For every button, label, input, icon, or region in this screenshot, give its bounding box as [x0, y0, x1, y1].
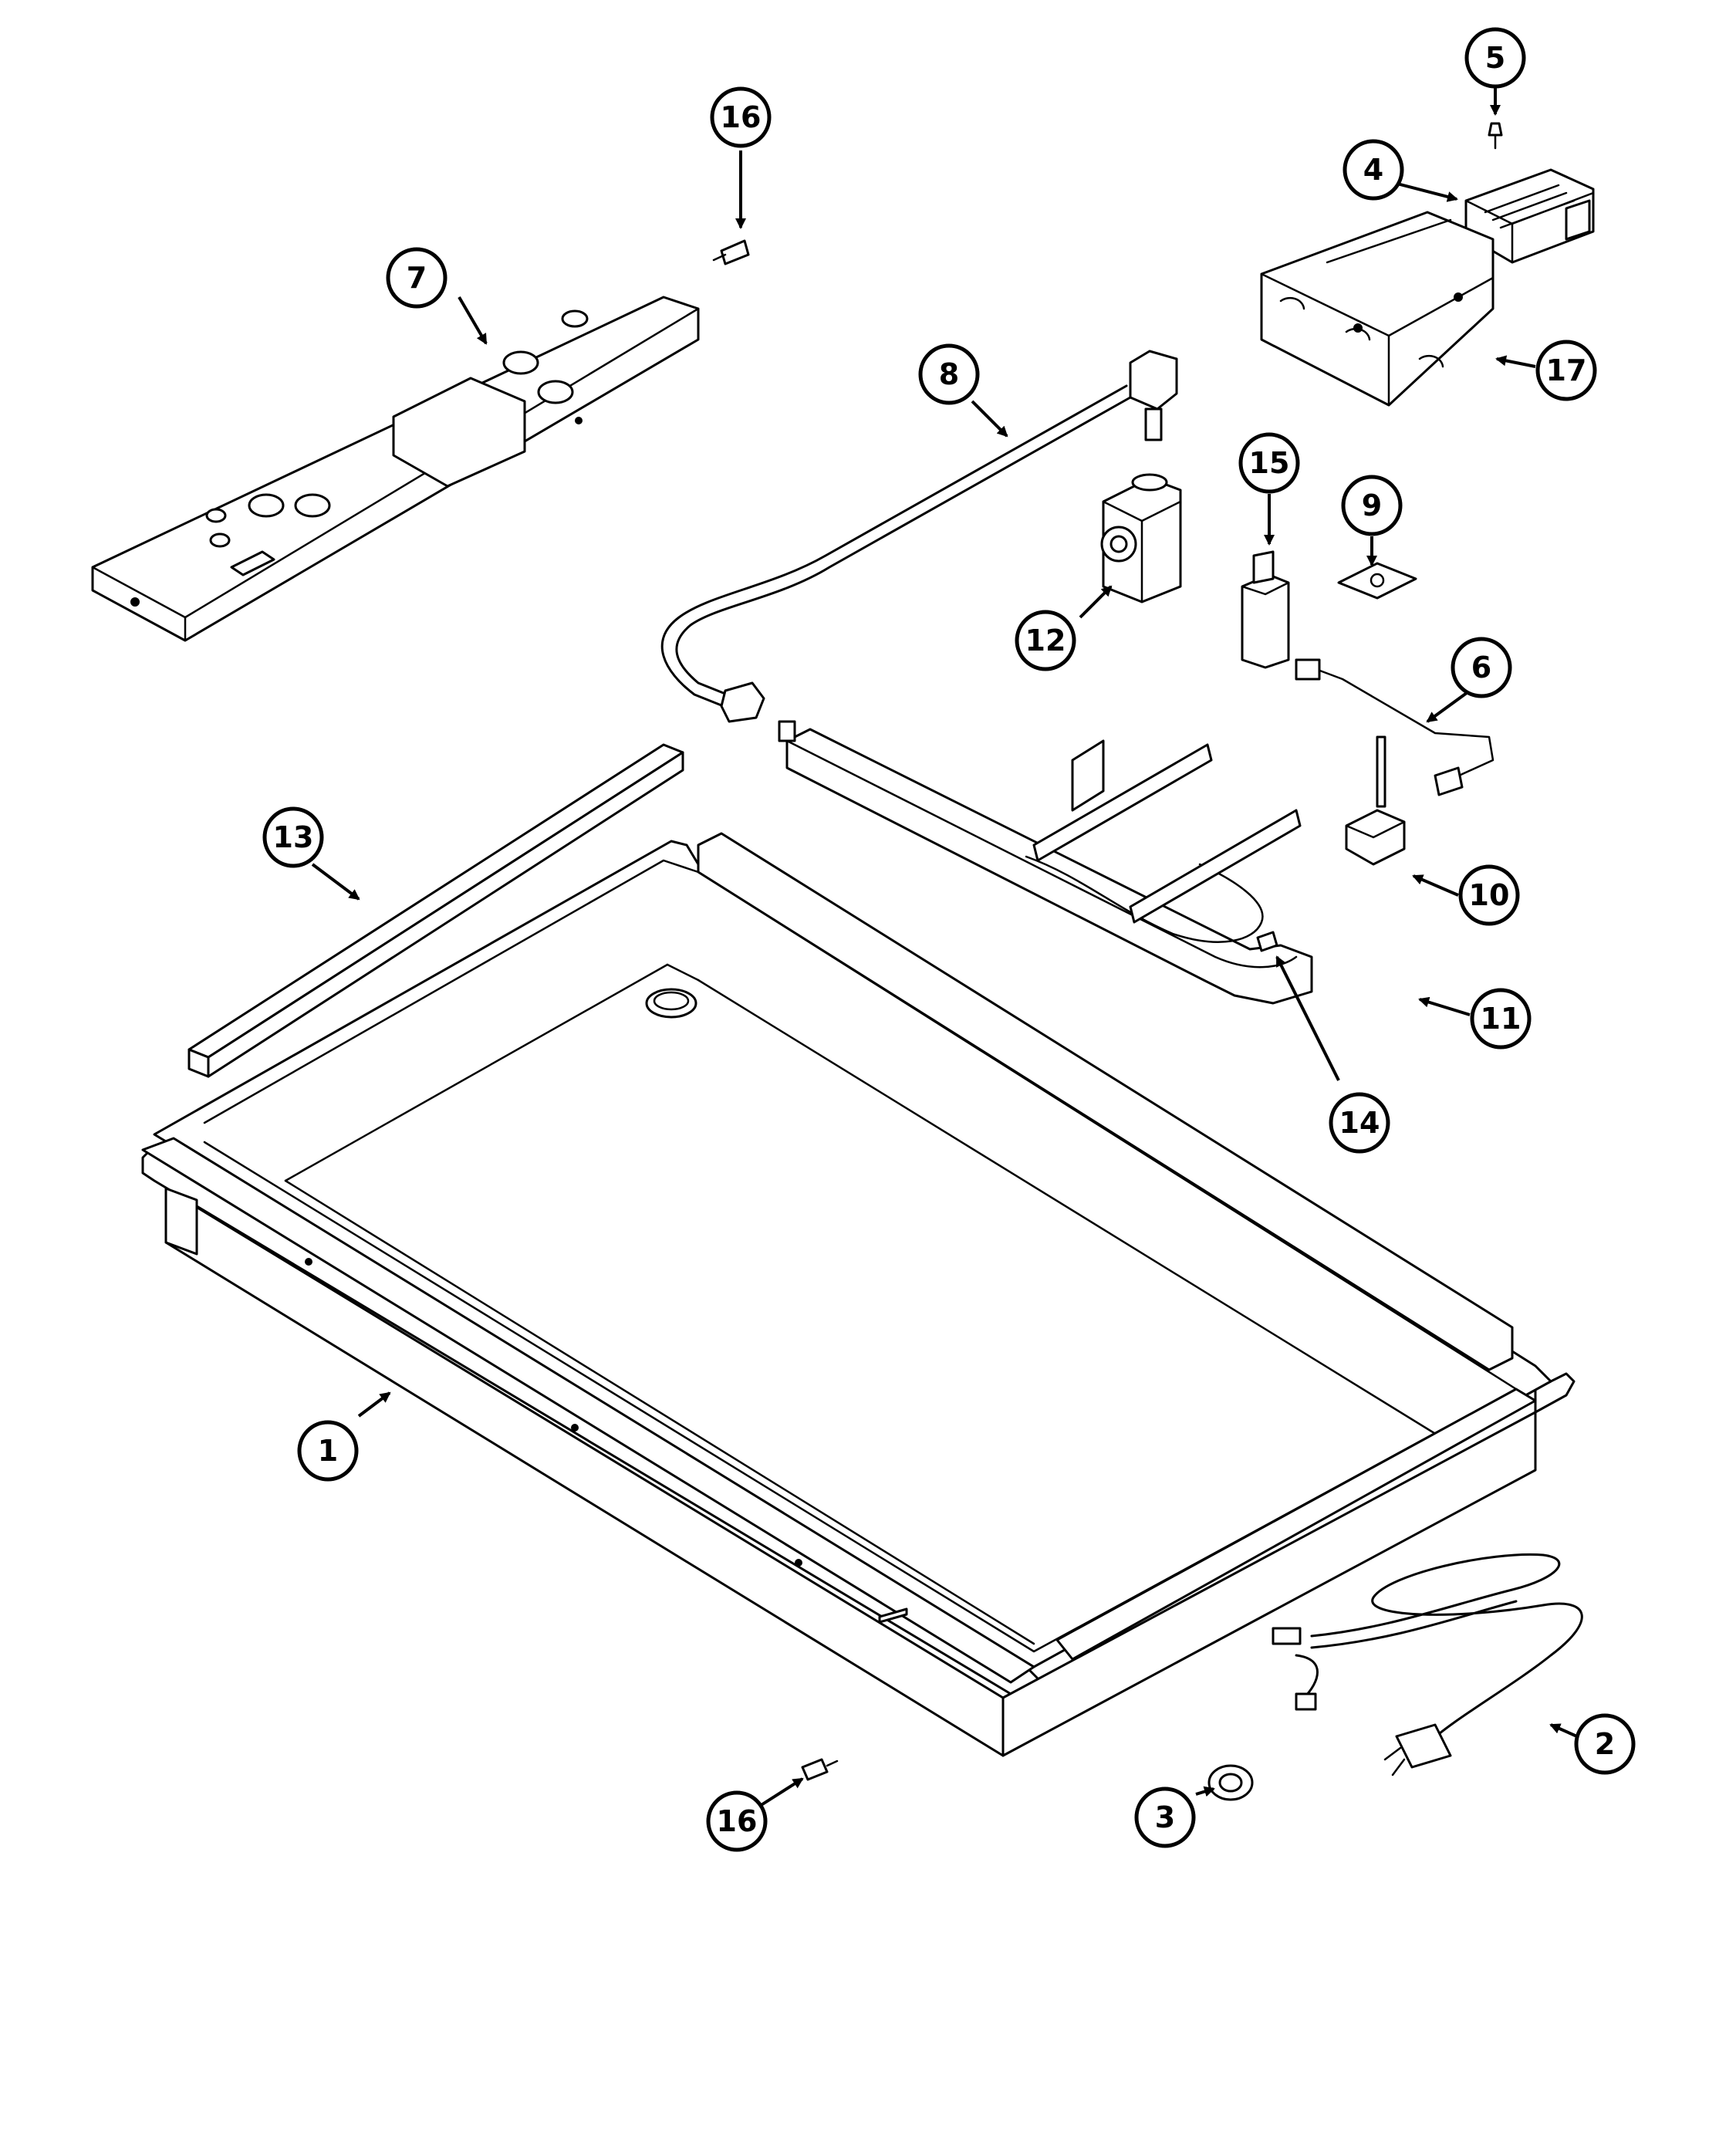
- bracket-cover-part: [1260, 211, 1495, 407]
- burner-part: [778, 720, 1313, 1005]
- control-panel-part: [91, 296, 700, 642]
- callout-12: 12: [1015, 610, 1076, 671]
- callout-14-label: 14: [1339, 1106, 1380, 1140]
- callout-10: 10: [1458, 864, 1520, 926]
- callout-16-bottom-label: 16: [717, 1804, 758, 1838]
- leader-16b: [758, 1777, 804, 1807]
- gas-tube-part: [660, 350, 1178, 723]
- callout-2: 2: [1574, 1713, 1636, 1775]
- callout-4-label: 4: [1363, 153, 1383, 187]
- callout-6: 6: [1451, 637, 1512, 698]
- leader-3: [1195, 1786, 1215, 1797]
- callout-9: 9: [1341, 475, 1403, 536]
- callout-16-bottom: 16: [706, 1790, 768, 1852]
- screw-16-bottom: [801, 1758, 839, 1781]
- leader-14: [1275, 955, 1340, 1081]
- leader-7: [458, 296, 488, 345]
- callout-2-label: 2: [1595, 1727, 1615, 1761]
- callout-4: 4: [1343, 139, 1404, 201]
- leader-17: [1495, 355, 1536, 368]
- mounting-clip-part: [1337, 562, 1417, 600]
- screw-16-top: [712, 239, 750, 265]
- leader-8: [971, 400, 1008, 438]
- callout-9-label: 9: [1362, 488, 1382, 522]
- callout-16-top-label: 16: [721, 100, 762, 134]
- callout-8-label: 8: [939, 357, 959, 391]
- callout-12-label: 12: [1025, 624, 1066, 657]
- leader-12: [1079, 585, 1113, 619]
- callout-5: 5: [1464, 27, 1526, 89]
- callout-3: 3: [1134, 1787, 1196, 1848]
- griddle-strip-part: [187, 743, 684, 1078]
- screw-14: [1256, 931, 1278, 952]
- callout-11-label: 11: [1481, 1002, 1522, 1036]
- callout-13: 13: [262, 806, 324, 868]
- callout-1-label: 1: [318, 1434, 338, 1468]
- pilot-tube-part: [1295, 658, 1495, 796]
- terminal-block-part: [1464, 168, 1595, 264]
- callout-15: 15: [1238, 432, 1300, 494]
- griddle-pan-part: [141, 832, 1576, 1757]
- screw-5: [1488, 122, 1503, 150]
- gas-valve-part: [1100, 473, 1182, 603]
- callout-13-label: 13: [273, 820, 314, 854]
- leader-10: [1412, 874, 1459, 897]
- callout-8: 8: [918, 343, 980, 405]
- callout-3-label: 3: [1155, 1800, 1175, 1834]
- leader-6: [1426, 689, 1471, 723]
- callout-15-label: 15: [1249, 446, 1290, 480]
- callout-7: 7: [386, 247, 448, 309]
- callout-17: 17: [1535, 340, 1597, 401]
- callout-5-label: 5: [1485, 41, 1505, 75]
- callout-1: 1: [297, 1420, 359, 1482]
- callout-11: 11: [1470, 988, 1532, 1050]
- callout-6-label: 6: [1471, 651, 1491, 685]
- callout-10-label: 10: [1469, 878, 1510, 912]
- callout-14: 14: [1329, 1092, 1390, 1154]
- callout-17-label: 17: [1546, 353, 1587, 387]
- leader-13: [311, 863, 360, 901]
- strain-relief-bushing-part: [1207, 1764, 1254, 1801]
- leader-11: [1418, 996, 1471, 1016]
- leader-1: [357, 1391, 391, 1418]
- thermocouple-part: [1345, 735, 1406, 866]
- callout-7-label: 7: [407, 261, 427, 295]
- orifice-holder-part: [1241, 550, 1290, 669]
- power-cord-part: [1272, 1553, 1583, 1776]
- callout-16-top: 16: [710, 86, 772, 148]
